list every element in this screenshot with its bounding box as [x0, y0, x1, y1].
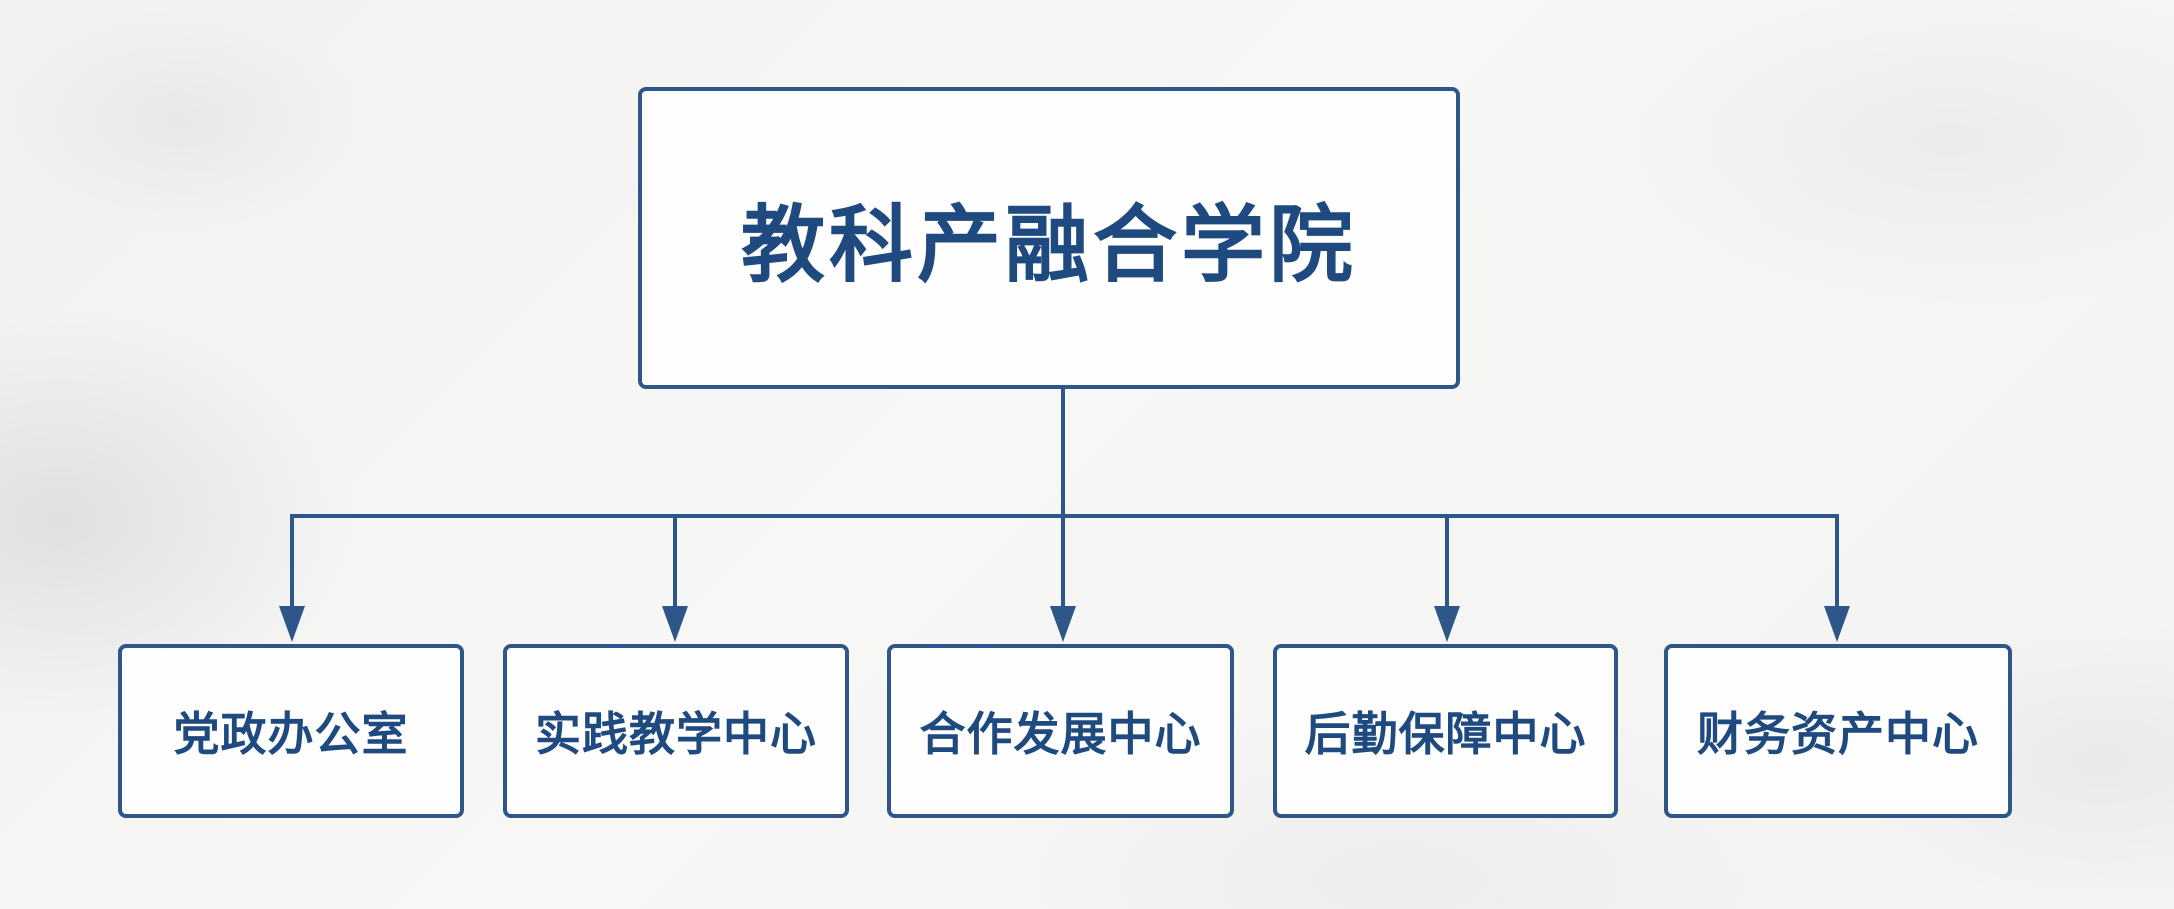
child-label: 后勤保障中心 [1304, 707, 1587, 761]
child-label: 合作发展中心 [919, 707, 1202, 761]
child-label: 财务资产中心 [1697, 707, 1979, 761]
root-node: 教科产融合学院 [638, 87, 1460, 389]
child-label: 实践教学中心 [535, 707, 817, 761]
arrowhead-2 [662, 606, 688, 642]
arrowhead-1 [279, 606, 305, 642]
arrowhead-3 [1050, 606, 1076, 642]
child-node-cooperation-development: 合作发展中心 [887, 644, 1234, 818]
root-label: 教科产融合学院 [740, 195, 1357, 294]
child-label: 党政办公室 [173, 707, 409, 761]
arrowhead-5 [1824, 606, 1850, 642]
child-node-party-office: 党政办公室 [118, 644, 464, 818]
child-node-finance-assets: 财务资产中心 [1664, 644, 2012, 818]
arrowhead-4 [1434, 606, 1460, 642]
child-node-logistics-support: 后勤保障中心 [1273, 644, 1618, 818]
child-node-practice-teaching: 实践教学中心 [503, 644, 849, 818]
